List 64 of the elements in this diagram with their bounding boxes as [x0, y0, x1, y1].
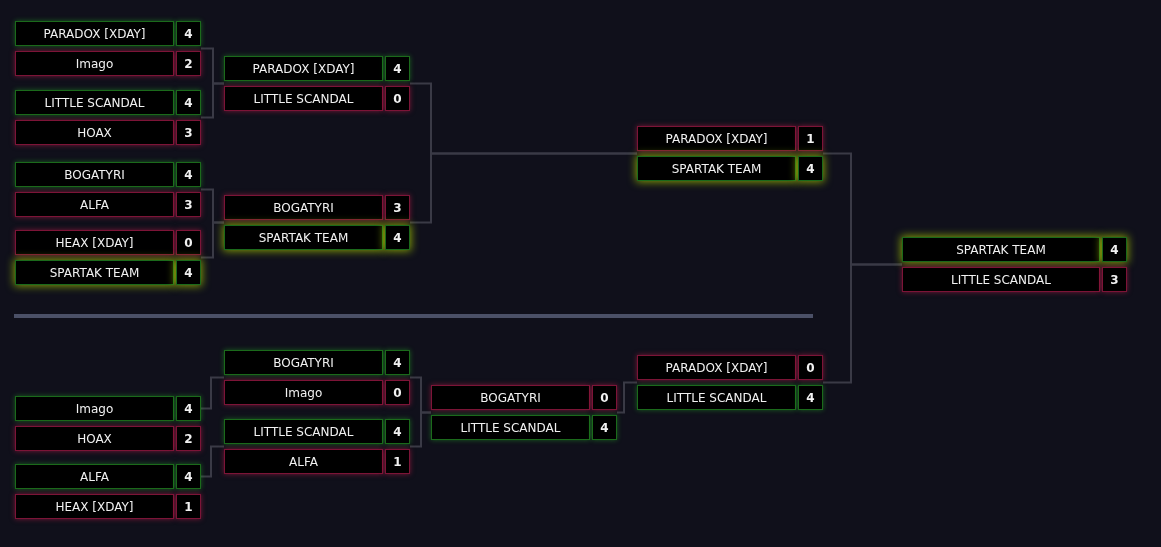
team-score: 0 — [385, 86, 410, 111]
team-name: HEAX [XDAY] — [15, 230, 174, 255]
team-name: LITTLE SCANDAL — [15, 90, 174, 115]
team-score: 0 — [798, 355, 823, 380]
team-name: LITTLE SCANDAL — [224, 419, 383, 444]
team-name: SPARTAK TEAM — [224, 225, 383, 250]
team-name: BOGATYRI — [224, 350, 383, 375]
team-name: LITTLE SCANDAL — [902, 267, 1100, 292]
team-name: ALFA — [224, 449, 383, 474]
bracket-line — [616, 381, 638, 414]
team-name: HOAX — [15, 120, 174, 145]
team-name: HEAX [XDAY] — [15, 494, 174, 519]
team-name: PARADOX [XDAY] — [637, 355, 796, 380]
team-score: 4 — [385, 56, 410, 81]
team-score: 2 — [176, 51, 201, 76]
bracket-line — [200, 82, 225, 119]
team-score: 0 — [176, 230, 201, 255]
bracket-line — [200, 445, 225, 478]
team-name: SPARTAK TEAM — [637, 156, 796, 181]
team-name: SPARTAK TEAM — [15, 260, 174, 285]
team-name: BOGATYRI — [15, 162, 174, 187]
team-score: 4 — [176, 464, 201, 489]
team-name: PARADOX [XDAY] — [15, 21, 174, 46]
team-name: PARADOX [XDAY] — [224, 56, 383, 81]
team-score: 4 — [1102, 237, 1127, 262]
team-score: 4 — [385, 225, 410, 250]
team-score: 4 — [176, 21, 201, 46]
team-score: 3 — [176, 120, 201, 145]
team-name: ALFA — [15, 464, 174, 489]
team-score: 4 — [798, 156, 823, 181]
team-name: Imago — [15, 51, 174, 76]
team-score: 4 — [385, 419, 410, 444]
team-name: Imago — [15, 396, 174, 421]
team-score: 3 — [385, 195, 410, 220]
bracket-line — [822, 263, 903, 384]
team-score: 4 — [798, 385, 823, 410]
team-score: 4 — [176, 260, 201, 285]
team-name: LITTLE SCANDAL — [224, 86, 383, 111]
bracket-line — [409, 152, 638, 224]
team-score: 0 — [385, 380, 410, 405]
team-name: Imago — [224, 380, 383, 405]
team-score: 1 — [798, 126, 823, 151]
team-name: LITTLE SCANDAL — [637, 385, 796, 410]
team-score: 0 — [592, 385, 617, 410]
team-score: 4 — [176, 90, 201, 115]
team-score: 1 — [176, 494, 201, 519]
team-name: LITTLE SCANDAL — [431, 415, 590, 440]
team-name: SPARTAK TEAM — [902, 237, 1100, 262]
team-name: ALFA — [15, 192, 174, 217]
team-score: 4 — [176, 162, 201, 187]
bracket-line — [200, 376, 225, 410]
team-score: 1 — [385, 449, 410, 474]
team-score: 3 — [1102, 267, 1127, 292]
team-score: 4 — [385, 350, 410, 375]
team-score: 4 — [176, 396, 201, 421]
team-score: 3 — [176, 192, 201, 217]
team-name: PARADOX [XDAY] — [637, 126, 796, 151]
team-name: HOAX — [15, 426, 174, 451]
team-name: BOGATYRI — [431, 385, 590, 410]
bracket-line — [200, 221, 225, 259]
team-score: 2 — [176, 426, 201, 451]
team-score: 4 — [592, 415, 617, 440]
bracket-line — [409, 411, 432, 448]
team-name: BOGATYRI — [224, 195, 383, 220]
